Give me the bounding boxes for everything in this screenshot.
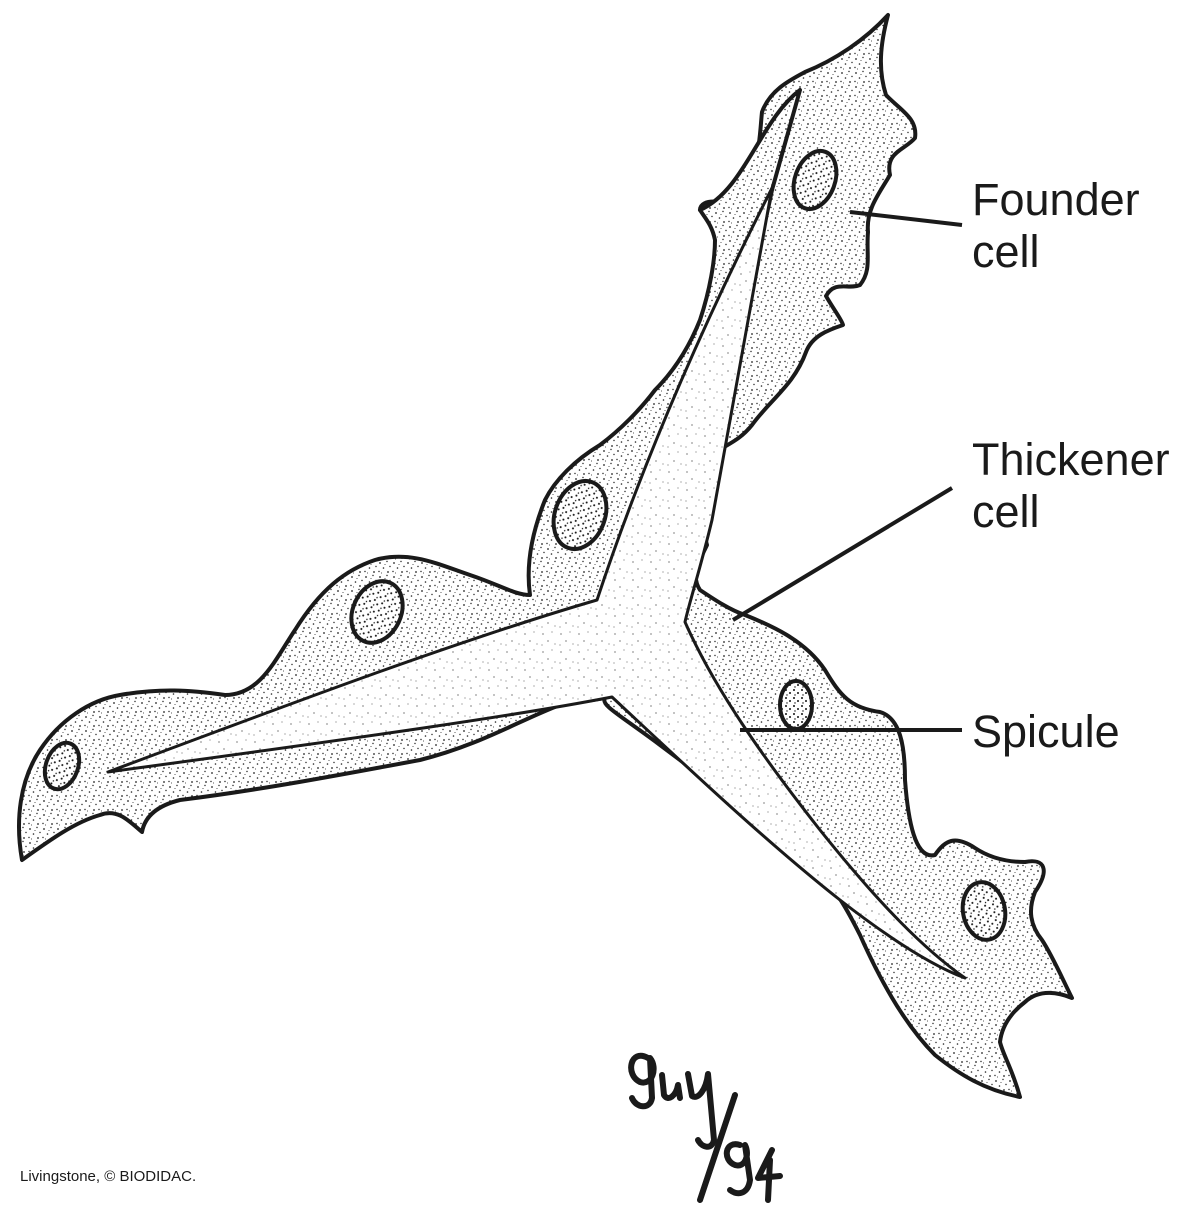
thickener-cell-label: Thickener cell [972, 434, 1170, 538]
artist-signature [628, 1052, 783, 1203]
leader-line-thickener [731, 486, 954, 622]
nucleus-thickener [778, 679, 814, 731]
thickener-cell-label-line2: cell [972, 486, 1040, 537]
founder-cell-label-line1: Founder [972, 174, 1140, 225]
copyright-credit: Livingstone, © BIODIDAC. [20, 1168, 197, 1185]
nucleus-founder [791, 148, 839, 212]
nucleus-middle-left [349, 579, 405, 645]
spicule-label: Spicule [972, 706, 1120, 757]
thickener-cell-label-line1: Thickener [972, 434, 1170, 485]
nuclei [42, 148, 1008, 942]
nucleus-lower-right [960, 880, 1008, 942]
founder-cell-label-line2: cell [972, 226, 1040, 277]
leader-line-founder [849, 210, 963, 227]
founder-cell-body [698, 13, 918, 460]
spicule-shape [106, 186, 967, 980]
nucleus-upper-left [551, 479, 609, 551]
founder-cell-label: Founder cell [972, 174, 1140, 278]
nucleus-far-left [42, 740, 82, 792]
